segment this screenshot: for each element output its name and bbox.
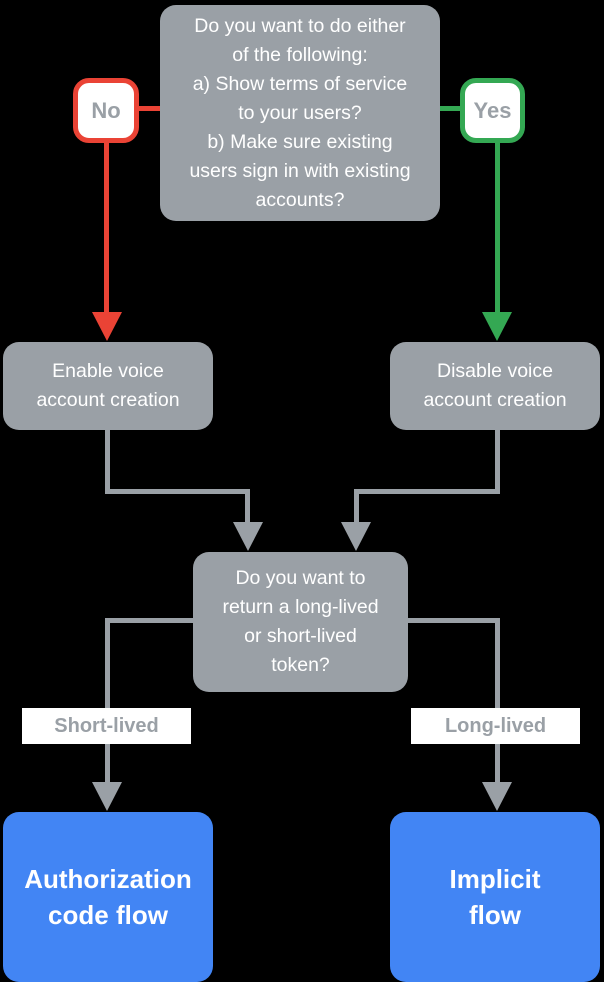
- disable-to-token-drop-connector: [354, 489, 359, 523]
- long-lived-label-text: Long-lived: [444, 714, 547, 737]
- enable-to-token-horizontal-connector: [105, 489, 250, 494]
- yes-badge: Yes: [460, 78, 525, 143]
- short-lived-label-text: Short-lived: [54, 714, 159, 737]
- long-lived-label: Long-lived: [411, 708, 580, 744]
- long-lived-vertical-connector: [495, 618, 500, 784]
- short-lived-arrowhead-icon: [92, 782, 122, 811]
- disable-to-token-vertical-connector: [495, 430, 500, 492]
- disable-to-token-horizontal-connector: [354, 489, 500, 494]
- long-lived-arrowhead-icon: [482, 782, 512, 811]
- enable-to-token-drop-connector: [245, 489, 250, 523]
- yes-badge-label: Yes: [473, 97, 512, 123]
- enable-to-token-vertical-connector: [105, 430, 110, 492]
- long-lived-horizontal-connector: [406, 618, 499, 623]
- no-branch-vertical-connector: [104, 141, 109, 313]
- enable-to-token-arrowhead-icon: [233, 522, 263, 551]
- yes-branch-arrowhead-icon: [482, 312, 512, 341]
- disable-to-token-arrowhead-icon: [341, 522, 371, 551]
- short-lived-vertical-connector: [105, 618, 110, 784]
- short-lived-label: Short-lived: [22, 708, 191, 744]
- no-badge: No: [73, 78, 139, 143]
- no-branch-horizontal-connector: [137, 106, 161, 111]
- short-lived-horizontal-connector: [105, 618, 195, 623]
- no-badge-label: No: [91, 97, 121, 123]
- yes-branch-vertical-connector: [495, 141, 500, 313]
- yes-branch-horizontal-connector: [439, 106, 462, 111]
- no-branch-arrowhead-icon: [92, 312, 122, 341]
